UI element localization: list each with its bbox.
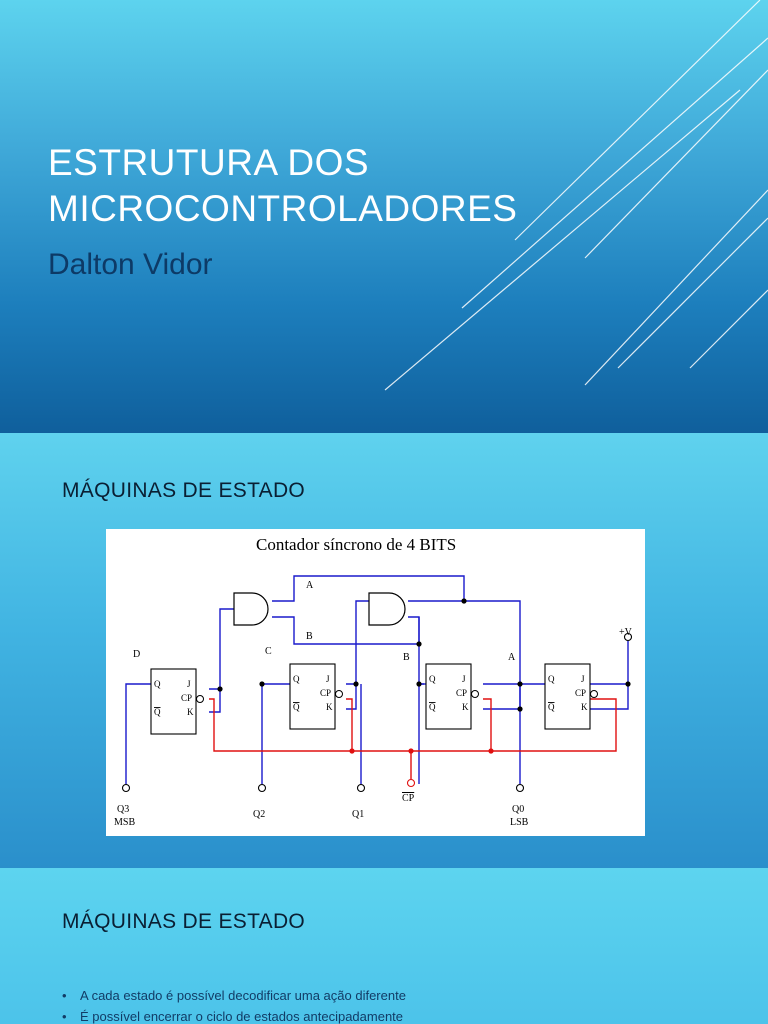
pin-qbar: Q [548, 702, 555, 712]
slide-heading: MÁQUINAS DE ESTADO [62, 910, 306, 933]
label-a: A [508, 652, 516, 663]
label-a-top: A [306, 580, 314, 591]
pin-j: J [326, 674, 330, 684]
terminal-q2 [257, 783, 267, 793]
bullet-item: A cada estado é possível decodificar uma… [62, 988, 406, 1003]
pin-qbar: Q [429, 702, 436, 712]
decorative-lines [384, 0, 768, 391]
terminal-cp [406, 778, 416, 788]
author-name: Dalton Vidor [48, 248, 213, 281]
presentation-title: ESTRUTURA DOS MICROCONTROLADORES [48, 140, 517, 232]
slide-heading: MÁQUINAS DE ESTADO [62, 479, 306, 502]
pin-q: Q [429, 674, 436, 684]
clock-wires [209, 698, 617, 779]
terminal-q3 [121, 783, 131, 793]
terminal-plus-v [623, 632, 633, 642]
pin-q: Q [293, 674, 300, 684]
label-cp: CP [402, 793, 415, 804]
title-slide: ESTRUTURA DOS MICROCONTROLADORES Dalton … [0, 0, 768, 433]
label-lsb: LSB [510, 817, 529, 828]
label-msb: MSB [114, 817, 135, 828]
label-q0: Q0 [512, 804, 524, 815]
state-machine-bullets-slide: MÁQUINAS DE ESTADO A cada estado é possí… [0, 868, 768, 1024]
label-q1: Q1 [352, 809, 364, 820]
diagram-title: Contador síncrono de 4 BITS [256, 535, 456, 554]
title-line-2: MICROCONTROLADORES [48, 188, 518, 229]
pin-qbar: Q [293, 702, 300, 712]
pin-q: Q [154, 679, 161, 689]
pin-cp: CP [575, 688, 586, 698]
pin-qbar: Q [154, 707, 161, 717]
label-q3: Q3 [117, 804, 129, 815]
pin-j: J [581, 674, 585, 684]
state-machine-diagram-slide: MÁQUINAS DE ESTADO Contador síncrono de … [0, 433, 768, 868]
pin-j: J [187, 679, 191, 689]
pin-q: Q [548, 674, 555, 684]
terminal-q0 [515, 783, 525, 793]
pin-cp: CP [320, 688, 331, 698]
pin-cp: CP [456, 688, 467, 698]
label-b: B [403, 652, 410, 663]
bullet-list: A cada estado é possível decodificar uma… [62, 988, 406, 1024]
label-d: D [133, 649, 140, 660]
bullet-item: É possível encerrar o ciclo de estados a… [62, 1009, 406, 1024]
pin-cp: CP [181, 693, 192, 703]
jk-flipflop-2 [289, 663, 336, 730]
label-plus-v: +V [619, 627, 633, 638]
label-c: C [265, 646, 272, 657]
pin-k: K [462, 702, 469, 712]
and-gate-2 [368, 592, 406, 626]
pin-j: J [462, 674, 466, 684]
terminal-q1 [356, 783, 366, 793]
pin-k: K [581, 702, 588, 712]
title-line-1: ESTRUTURA DOS [48, 142, 370, 183]
pin-k: K [326, 702, 333, 712]
counter-circuit-diagram: Contador síncrono de 4 BITS [106, 529, 645, 836]
and-gate-1 [233, 592, 269, 626]
jk-flipflop-3 [150, 668, 197, 735]
jk-flipflop-0 [544, 663, 591, 730]
label-b-top: B [306, 631, 313, 642]
pin-k: K [187, 707, 194, 717]
jk-flipflop-1 [425, 663, 472, 730]
label-q2: Q2 [253, 809, 265, 820]
